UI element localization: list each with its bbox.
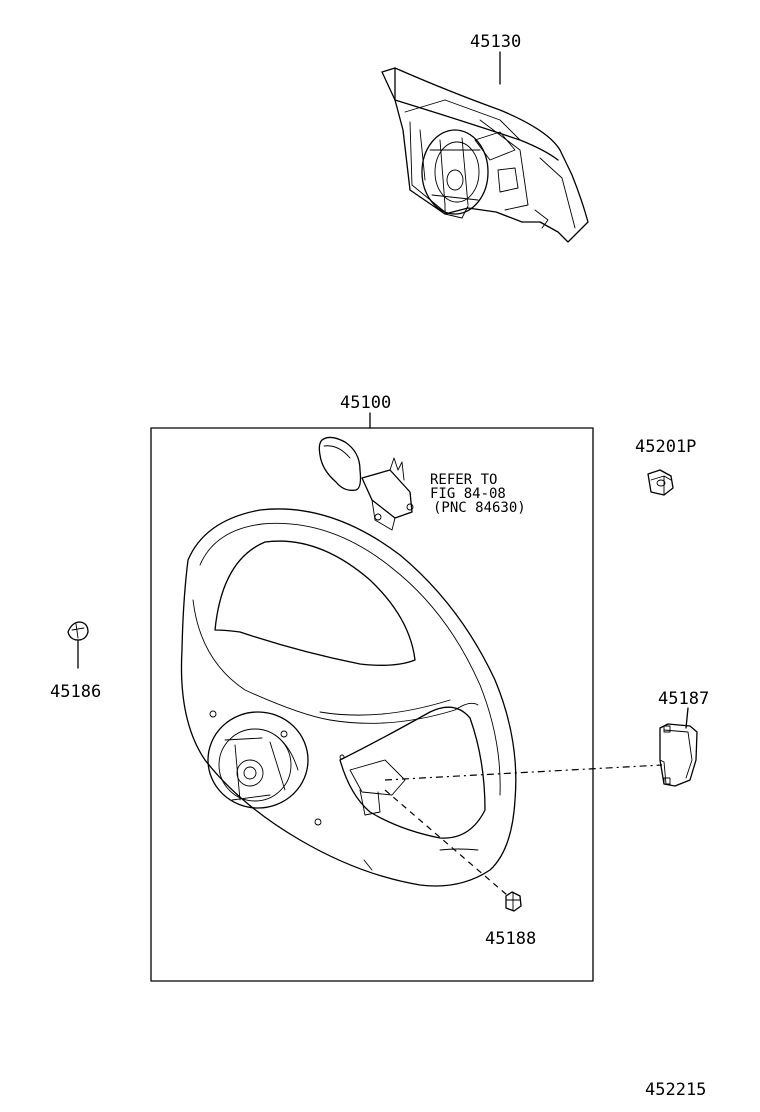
airbag-pad-drawing [381, 67, 589, 243]
part-number-45186: 45186 [50, 682, 101, 702]
screw-45188-drawing [505, 891, 522, 912]
cap-45186-drawing [67, 621, 89, 641]
assembly-frame [150, 427, 594, 982]
nut-45201p-drawing [647, 469, 674, 496]
part-number-45187: 45187 [658, 689, 709, 709]
part-number-45130: 45130 [470, 32, 521, 52]
refer-note-line1: REFER TO [430, 472, 497, 488]
horn-switch-drawing [318, 436, 414, 531]
dashed-leader-45187 [384, 764, 663, 781]
refer-note-line3: (PNC 84630) [433, 500, 526, 516]
part-number-45188: 45188 [485, 929, 536, 949]
part-number-45201p: 45201P [635, 437, 696, 457]
figure-number: 452215 [645, 1080, 706, 1100]
dashed-leader-45188 [384, 789, 508, 896]
cover-45187-drawing [659, 723, 698, 787]
leader-right-cover [685, 707, 689, 729]
part-number-45100: 45100 [340, 393, 391, 413]
steering-wheel-drawing [180, 508, 517, 887]
refer-note-line2: FIG 84-08 [430, 486, 506, 502]
